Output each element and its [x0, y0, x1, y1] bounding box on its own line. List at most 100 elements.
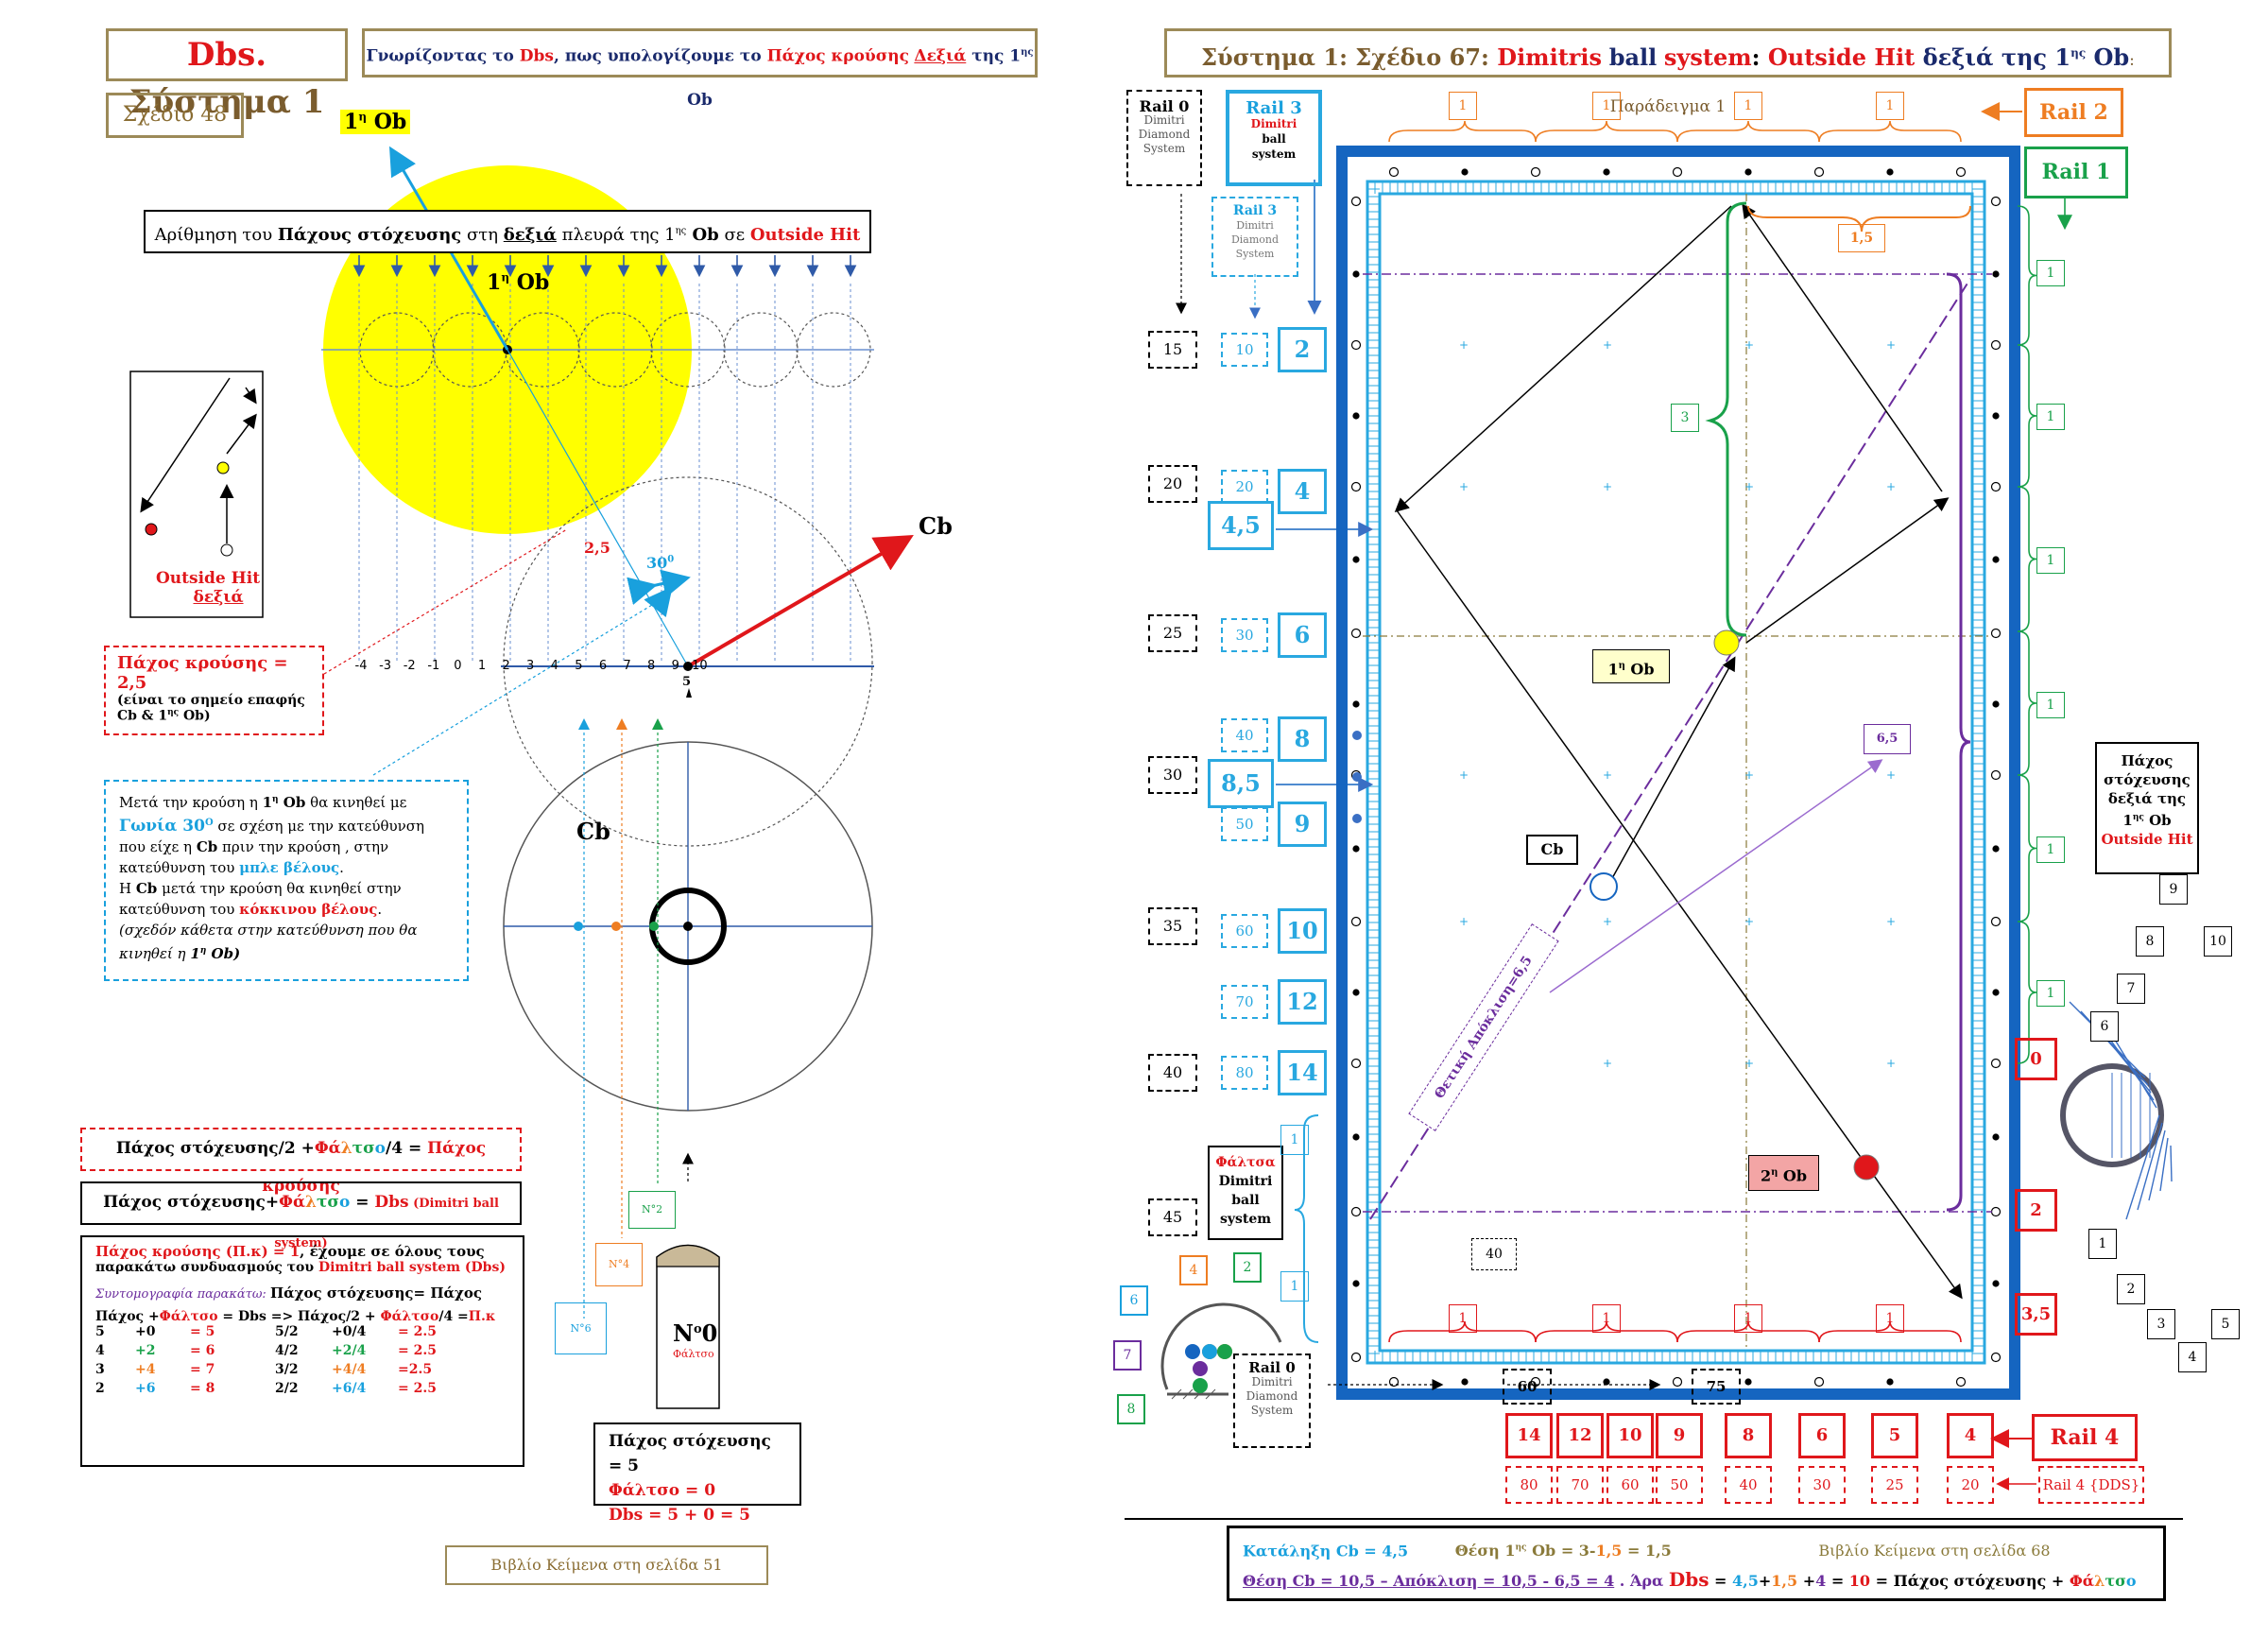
- rail2-box: Rail 2: [2024, 88, 2123, 137]
- table-cell: = 2.5: [398, 1324, 437, 1339]
- left-cyan-small-label: 80: [1221, 1056, 1268, 1090]
- outside-hit-label: Outside Hit δεξιά: [156, 569, 261, 607]
- faltso-num-label: 8: [1117, 1394, 1145, 1424]
- top-one-label: 1: [1449, 92, 1477, 120]
- right-one-label: 1: [2036, 260, 2065, 286]
- cb-direction-arrow: [686, 534, 914, 668]
- axis-tick: 10: [692, 659, 708, 673]
- fan-bottom-label: 3: [2147, 1309, 2175, 1339]
- bottom-one-label: 1: [1734, 1304, 1762, 1333]
- angle-30-label: 300: [646, 554, 675, 572]
- rail4-box: Rail 4: [2032, 1414, 2138, 1461]
- table-cell: 5: [95, 1324, 105, 1339]
- right-one-label: 1: [2036, 980, 2065, 1007]
- rail0-top-box: Rail 0 Dimitri Diamond System: [1126, 90, 1202, 186]
- left-cyan-one: 1: [1280, 1125, 1309, 1155]
- info-box: Μετά την κρούση η 1η Ob θα κινηθεί με Γω…: [104, 780, 469, 981]
- combination-table: Πάχος κρούσης (Π.κ) = 1, έχουμε σε όλους…: [80, 1235, 524, 1467]
- fan-top-label: 7: [2117, 974, 2145, 1004]
- left-cyan-big-label: 4: [1278, 469, 1327, 514]
- ob1-label-box: 1η Ob: [1592, 649, 1670, 683]
- table-cell: +4: [135, 1362, 156, 1377]
- fan-bottom-label: 1: [2088, 1229, 2117, 1259]
- left-cyan-big-label: 8: [1278, 716, 1327, 762]
- bottom-red-small: 40: [1725, 1466, 1772, 1504]
- table-cell: 4: [95, 1343, 105, 1358]
- svg-text:+: +: [1744, 480, 1754, 493]
- table-cell: =2.5: [398, 1362, 433, 1377]
- right-footer: Κατάληξη Cb = 4,5 Θέση 1ης Ob = 3-1,5 = …: [1227, 1526, 2166, 1601]
- right-one-label: 1: [2036, 836, 2065, 863]
- ob-label-top: 1η Ob: [340, 110, 411, 134]
- table-cell: +6: [135, 1381, 156, 1396]
- left-diagram: [129, 146, 914, 1409]
- fan-bottom-label: 5: [2211, 1309, 2240, 1339]
- table-cell: +0/4: [332, 1324, 367, 1339]
- left-cyan-small-label: 60: [1221, 914, 1268, 948]
- header-title-system: Σύστημα 1: [129, 83, 325, 121]
- svg-text:+: +: [1603, 768, 1612, 782]
- top-one-label: 1: [1592, 92, 1621, 120]
- bottom-red-big: 9: [1656, 1413, 1703, 1458]
- bottom-red-big: 5: [1871, 1413, 1918, 1458]
- bottom-red-big: 6: [1798, 1413, 1846, 1458]
- left-cyan-small-label: 20: [1221, 470, 1268, 504]
- table-cell: 3: [95, 1362, 105, 1377]
- rail0-bottom-box: Rail 0 Dimitri Diamond System: [1233, 1354, 1311, 1448]
- bottom-red-big: 10: [1606, 1413, 1654, 1458]
- left-cyan-small-label: 50: [1221, 807, 1268, 841]
- bottom-red-small: 25: [1871, 1466, 1918, 1504]
- svg-text:+: +: [1459, 480, 1469, 493]
- axis-tick: -1: [427, 659, 440, 673]
- left-cyan-small-label: 10: [1221, 333, 1268, 367]
- axis-tick: 6: [598, 659, 608, 673]
- n2-box: N°2: [628, 1191, 676, 1229]
- left-cyan-small-label: 40: [1221, 718, 1268, 752]
- bottom-red-small: 30: [1798, 1466, 1846, 1504]
- left-cyan-big-label: 10: [1278, 908, 1327, 954]
- axis-tick: -3: [379, 659, 392, 673]
- svg-text:+: +: [1886, 768, 1896, 782]
- left-cyan-small-label: 70: [1221, 985, 1268, 1019]
- faltso-num-label: 6: [1120, 1285, 1148, 1316]
- left-cyan-big-label: 6: [1278, 612, 1327, 658]
- bottom-one-label: 1: [1876, 1304, 1904, 1333]
- svg-text:+: +: [1886, 338, 1896, 352]
- left-cyan-big-label: 12: [1278, 979, 1327, 1025]
- bottom-one-label: 1: [1592, 1304, 1621, 1333]
- fan-top-label: 8: [2136, 926, 2164, 957]
- left-cyan-small-label: 30: [1221, 618, 1268, 652]
- axis-tick: -4: [354, 659, 368, 673]
- fan-bottom-label: 4: [2178, 1342, 2207, 1372]
- right-table-diagram: ++++++++++++++++++++: [1125, 102, 2183, 1520]
- left-black-label: 45: [1148, 1198, 1197, 1236]
- top-one-label: 1: [1876, 92, 1904, 120]
- svg-text:+: +: [1459, 915, 1469, 928]
- axis-tick: 5: [575, 659, 583, 673]
- bottom-red-big: 8: [1725, 1413, 1772, 1458]
- table-cell: +0: [135, 1324, 156, 1339]
- cb-label-box: Cb: [1526, 835, 1578, 865]
- left-header-title: Dbs. Σύστημα 1: [106, 28, 348, 121]
- svg-text:+: +: [1744, 338, 1754, 352]
- cb-arrow-label: Cb: [919, 512, 953, 540]
- pachos-right-box: Πάχος στόχευσης δεξιά της 1ης Ob Outside…: [2095, 742, 2199, 874]
- header-title-dbs: Dbs.: [186, 36, 267, 74]
- right-one-label: 1: [2036, 692, 2065, 718]
- table-cell: = 7: [190, 1362, 215, 1377]
- axis-tick: 4: [550, 659, 558, 673]
- ob1-ball: [1713, 629, 1740, 656]
- bottom-one-label: 1: [1449, 1304, 1477, 1333]
- axis-tick: 8: [647, 659, 656, 673]
- table-cell: 2: [95, 1381, 105, 1396]
- bottom-red-small: 80: [1505, 1466, 1553, 1504]
- left-big-4-5: 4,5: [1208, 501, 1274, 550]
- cb-label-lower: Cb: [576, 818, 610, 845]
- left-big-8-5: 8,5: [1208, 759, 1274, 808]
- table-cell: = 5: [190, 1324, 215, 1339]
- axis-tick: 7: [623, 659, 631, 673]
